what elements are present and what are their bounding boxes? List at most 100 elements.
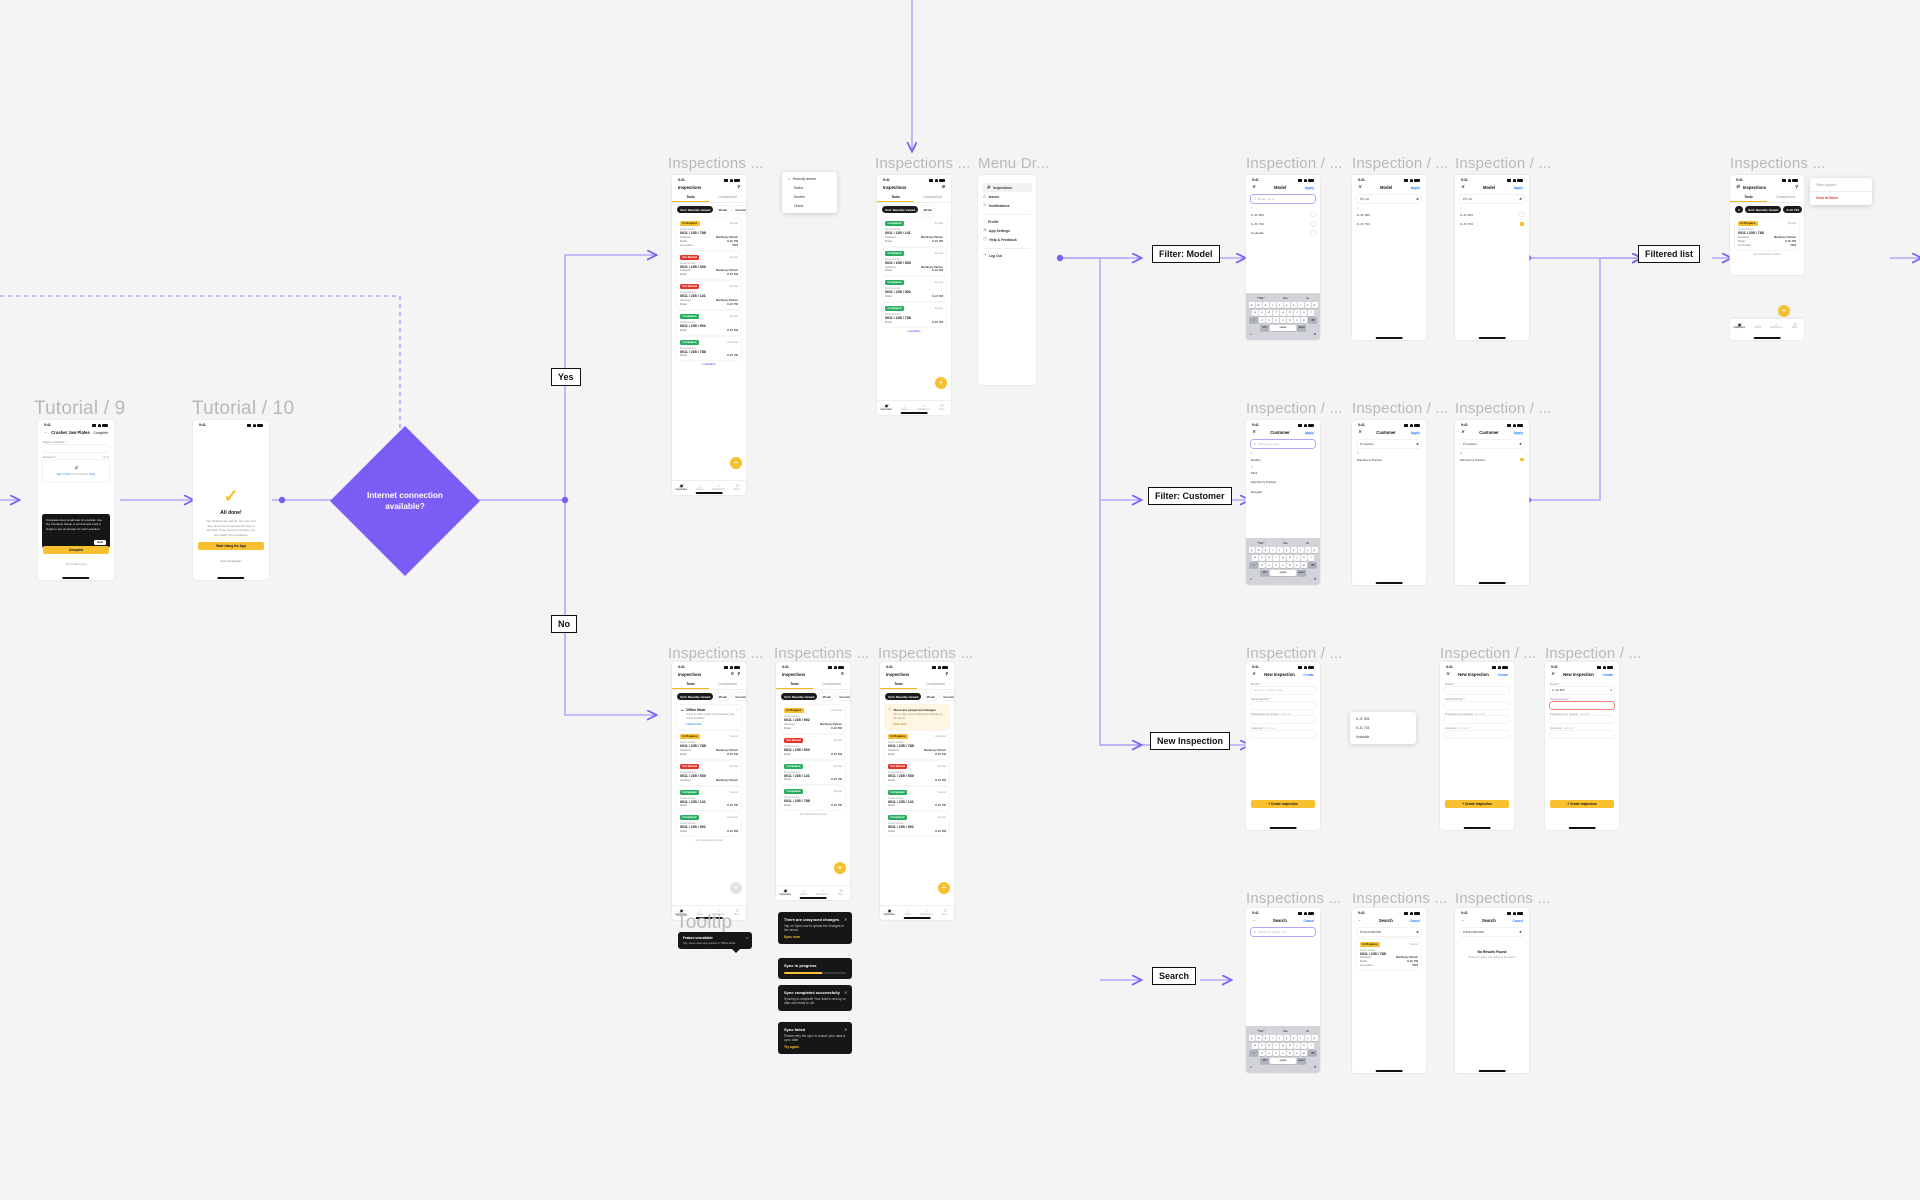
checkbox[interactable] [1311,213,1315,217]
key[interactable]: g [1280,1042,1286,1049]
close-icon[interactable]: ✕ [745,936,748,940]
key[interactable]: k [1301,1042,1307,1049]
input-production-lot[interactable] [1550,716,1614,724]
key[interactable]: x [1266,317,1272,323]
key[interactable]: i [1297,547,1304,553]
option-row[interactable]: Mosgart [1246,487,1320,496]
tab-completed[interactable]: Completed [926,681,945,686]
create-button[interactable]: Create [1303,672,1314,677]
numbers-key[interactable]: 123 [1260,1057,1269,1064]
key[interactable]: f [1273,554,1279,561]
key[interactable]: z [1259,317,1265,323]
s[interactable]: the [1283,296,1288,300]
tab-todo[interactable]: Todo [672,679,709,689]
key[interactable]: d [1266,309,1272,316]
chip-customer[interactable]: Customer [836,693,850,701]
table-row[interactable]: Completed Synced Serial number 0011 / 23… [677,310,741,335]
key[interactable]: x [1266,1050,1272,1056]
key[interactable]: f [1273,309,1279,316]
mic-icon[interactable]: ⌘ [1313,332,1317,336]
key[interactable]: e [1262,547,1269,553]
sort-option-oldest[interactable]: Oldest [794,203,804,208]
search-input[interactable]: ⚲ 0011/235/788 ✖ [1357,928,1421,936]
back-arrow-icon[interactable]: ← [1461,917,1466,923]
option-row-selected[interactable]: K-JC 704 [1455,219,1529,228]
backspace-key[interactable]: ⌫ [1308,562,1317,568]
sort-option-newest[interactable]: Newest [794,194,805,199]
tab-notifications[interactable]: ☉Notifications [1767,322,1786,330]
cancel-button[interactable]: Cancel [1512,918,1523,923]
load-more-button[interactable]: Load More [907,329,921,333]
coach-next-button[interactable]: Next [94,539,106,545]
key[interactable]: z [1259,562,1265,568]
view-tutorial-again-link[interactable]: View tutorial again [220,560,242,563]
key[interactable]: n [1294,317,1300,323]
key[interactable]: c [1273,317,1279,323]
chip-model[interactable]: Model [920,206,936,214]
option-row[interactable]: K-JC 503 [1352,210,1426,219]
input-serial[interactable] [1251,701,1315,709]
table-row[interactable]: Completed Synced Serial number 0011 / 23… [882,247,946,276]
keyboard-bottom-row[interactable]: ☺ ⌘ [1248,332,1319,336]
tab-completed[interactable]: Completed [822,681,841,686]
option-row[interactable]: Machinery Partner [1352,455,1426,464]
gear-icon[interactable]: ⚙ [941,184,945,190]
chip-sort[interactable]: Sort: Recently viewed [677,693,714,701]
search-input[interactable]: ⚲ machine ✖ [1460,440,1524,448]
key[interactable]: u [1290,547,1297,553]
apply-button[interactable]: Apply [1513,185,1523,190]
tab-completed[interactable]: Completed [718,681,737,686]
close-icon[interactable]: ✕ [843,1027,847,1032]
chip-sort[interactable]: Sort: Recently viewed [1744,206,1782,214]
key[interactable]: x [1266,562,1272,568]
key[interactable]: u [1290,1035,1297,1041]
model-select-dropdown[interactable]: K-JC 503 K-JC 704 Krokodile [1350,712,1416,745]
search-input[interactable]: ⚲ K-JC ✖ [1460,195,1524,203]
clear-icon[interactable]: ✖ [1415,929,1419,934]
key[interactable]: h [1287,1042,1293,1049]
key[interactable]: j [1294,309,1300,316]
key[interactable]: y [1283,302,1290,308]
tab-more[interactable]: ☰More [728,908,747,916]
sync-icon[interactable]: ↻ [840,671,844,677]
key[interactable]: p [1311,302,1318,308]
chip-sort[interactable]: Sort: Recently viewed [781,693,818,701]
tab-inspections[interactable]: ▣Inspections [672,908,691,916]
keyboard-suggestions[interactable]: "The" the to [1248,1028,1319,1036]
apply-button[interactable]: Apply [1304,430,1314,435]
key[interactable]: g [1280,309,1286,316]
chip-model[interactable]: Model [715,693,731,701]
table-row[interactable]: Completed Synced Serial number 0011 / 23… [882,303,946,327]
key[interactable]: w [1255,547,1262,553]
key[interactable]: p [1311,547,1318,553]
keyboard-suggestions[interactable]: "The" the to [1248,540,1319,548]
checkbox[interactable] [1311,231,1315,235]
key[interactable]: w [1255,1035,1262,1041]
apply-button[interactable]: Apply [1304,185,1314,190]
option-row[interactable]: Krokodile [1246,228,1320,237]
key[interactable]: l [1308,309,1314,316]
key[interactable]: n [1294,1050,1300,1056]
close-icon[interactable]: ✕ [1252,671,1256,677]
skip-link[interactable]: Skip to last screen [65,563,87,566]
input-model[interactable]: Select or search model [1251,686,1315,694]
start-using-app-button[interactable]: Start Using the App [198,542,264,550]
checkbox-checked[interactable] [1520,457,1524,462]
table-row[interactable]: Completed Synced Serial number 0011 / 23… [885,812,949,837]
tab-completed[interactable]: Completed [1776,194,1795,199]
keyboard-bottom-row[interactable]: ☺ ⌘ [1248,1065,1319,1069]
key[interactable]: l [1308,554,1314,561]
key[interactable]: q [1248,547,1255,553]
key[interactable]: t [1276,302,1283,308]
sync-now-link[interactable]: Sync now [784,935,800,940]
close-icon[interactable]: ✕ [1446,671,1450,677]
numbers-key[interactable]: 123 [1260,569,1269,576]
mic-icon[interactable]: ⌘ [1313,1065,1317,1069]
learn-more-link[interactable]: Learn more [686,722,702,727]
